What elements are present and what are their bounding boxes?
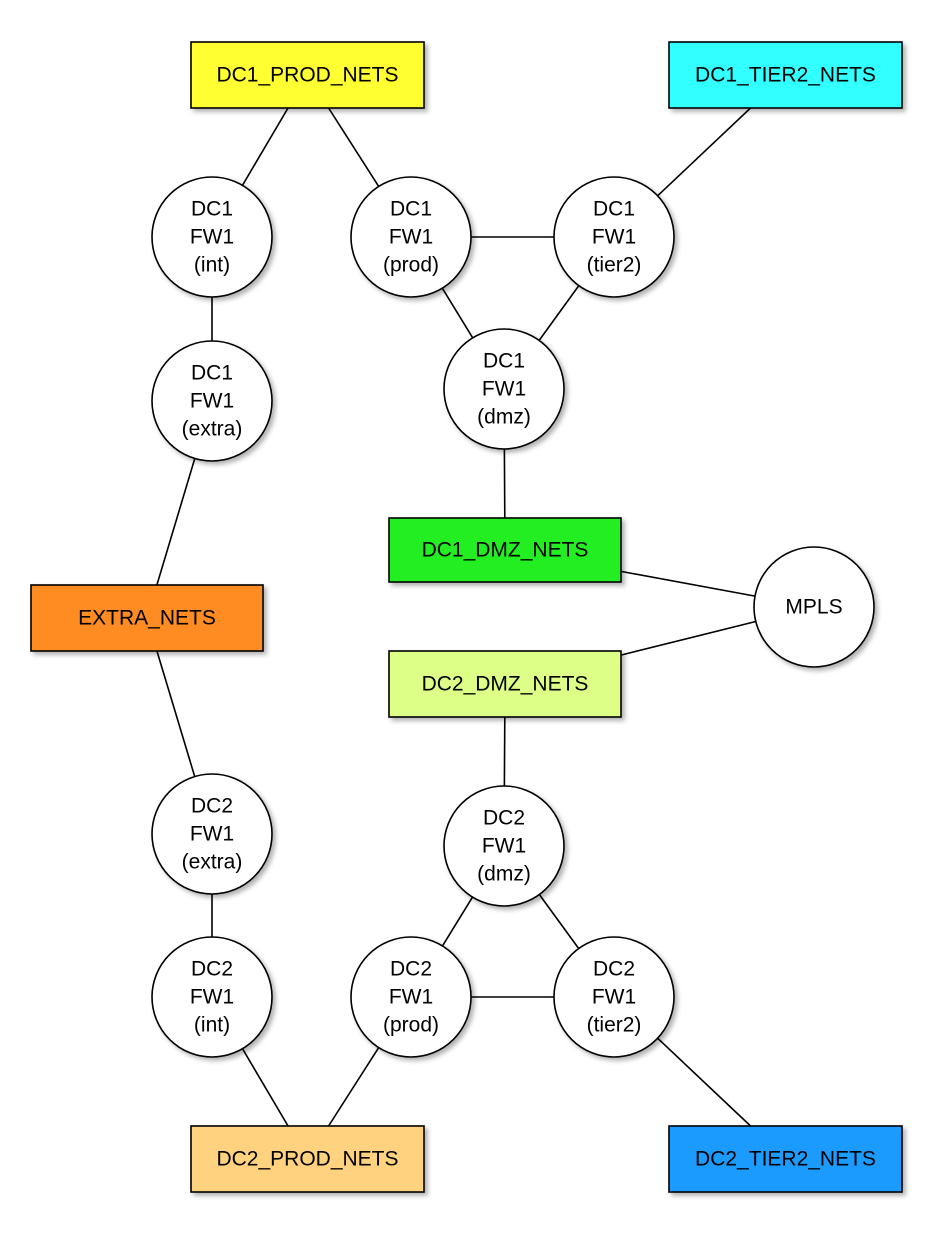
network-label: DC1_DMZ_NETS xyxy=(422,539,589,562)
network-label: DC1_TIER2_NETS xyxy=(695,64,876,87)
node-label-line: FW1 xyxy=(389,986,433,1009)
node-label-line: FW1 xyxy=(190,823,234,846)
node-mpls: MPLS xyxy=(753,546,875,668)
node-label-line: FW1 xyxy=(482,835,526,858)
nodes-layer: DC1_PROD_NETS DC1_TIER2_NETS DC1_DMZ_NETS E… xyxy=(30,41,903,1193)
network-box-fill xyxy=(668,41,903,109)
link-dc1-dmz-to-mpls xyxy=(620,570,756,597)
node-label-line: DC2 xyxy=(191,958,233,981)
node-label-line: FW1 xyxy=(592,226,636,249)
links-layer xyxy=(156,107,756,1127)
node-circle xyxy=(151,340,273,462)
node-label-line: MPLS xyxy=(785,596,842,619)
network-box-fill xyxy=(30,584,264,652)
link-dc1-prod-to-dc1-prod-fw xyxy=(327,107,380,187)
node-label-line: DC2 xyxy=(593,958,635,981)
network-box-fill xyxy=(190,1125,425,1193)
network-box-fill xyxy=(190,41,425,109)
link-dc2-dmz-fw-to-dc2-tier2-fw xyxy=(538,894,580,949)
link-extra-to-dc2-extra xyxy=(156,650,196,777)
node-circle xyxy=(553,176,675,298)
node-label-line: DC1 xyxy=(191,362,233,385)
link-dc1-tier2-to-dc1-tier2-fw xyxy=(657,107,752,197)
network-box-fill xyxy=(668,1125,903,1193)
node-label-line: (dmz) xyxy=(477,406,531,429)
link-dc1-extra-to-extra xyxy=(156,458,196,586)
network-label: EXTRA_NETS xyxy=(78,607,216,630)
node-circle xyxy=(753,546,875,668)
link-dc2-tier2-fw-to-dc2-tier2 xyxy=(657,1037,752,1127)
node-label-line: (extra) xyxy=(182,851,243,874)
link-dc2-dmz-to-mpls xyxy=(620,620,756,656)
node-label-line: FW1 xyxy=(482,378,526,401)
node-label-line: (prod) xyxy=(383,1014,439,1037)
node-label-line: (prod) xyxy=(383,254,439,277)
network-box-dc1-tier2: DC1_TIER2_NETS xyxy=(668,41,903,109)
node-circle xyxy=(350,176,472,298)
link-dc2-dmz-fw-to-dc2-prod-fw xyxy=(441,896,474,947)
link-dc1-prod-to-dc1-int xyxy=(241,107,289,186)
network-label: DC1_PROD_NETS xyxy=(216,64,398,87)
node-label-line: (tier2) xyxy=(587,1014,642,1037)
node-label-line: DC2 xyxy=(390,958,432,981)
node-label-line: DC1 xyxy=(593,198,635,221)
node-label-line: (tier2) xyxy=(587,254,642,277)
node-label-line: FW1 xyxy=(190,986,234,1009)
node-label-line: FW1 xyxy=(592,986,636,1009)
link-dc2-int-to-dc2-prod xyxy=(241,1048,289,1127)
network-box-extra: EXTRA_NETS xyxy=(30,584,264,652)
network-box-dc2-dmz: DC2_DMZ_NETS xyxy=(388,650,622,718)
link-dc2-prod-fw-to-dc2-prod xyxy=(327,1047,380,1127)
network-box-dc2-prod: DC2_PROD_NETS xyxy=(190,1125,425,1193)
network-label: DC2_DMZ_NETS xyxy=(422,673,589,696)
network-box-dc1-prod: DC1_PROD_NETS xyxy=(190,41,425,109)
node-label-line: FW1 xyxy=(190,390,234,413)
node-label-line: DC2 xyxy=(191,795,233,818)
network-label: DC2_PROD_NETS xyxy=(216,1148,398,1171)
link-dc1-prod-fw-to-dc1-dmz-fw xyxy=(441,287,474,339)
link-dc1-tier2-fw-to-dc1-dmz-fw xyxy=(538,285,580,341)
node-label-line: DC1 xyxy=(191,198,233,221)
node-label-line: DC1 xyxy=(390,198,432,221)
node-label-line: (int) xyxy=(194,254,230,277)
node-label-line: FW1 xyxy=(389,226,433,249)
node-circle xyxy=(151,773,273,895)
node-circle xyxy=(350,936,472,1058)
node-label-line: (int) xyxy=(194,1014,230,1037)
network-box-dc2-tier2: DC2_TIER2_NETS xyxy=(668,1125,903,1193)
node-label-line: DC2 xyxy=(483,807,525,830)
node-label-line: (dmz) xyxy=(477,863,531,886)
node-label-line: (extra) xyxy=(182,418,243,441)
node-label-line: FW1 xyxy=(190,226,234,249)
node-circle xyxy=(553,936,675,1058)
network-box-fill xyxy=(388,650,622,718)
node-circle xyxy=(151,936,273,1058)
node-circle xyxy=(443,328,565,450)
node-circle xyxy=(443,785,565,907)
node-circle xyxy=(151,176,273,298)
node-label-line: DC1 xyxy=(483,350,525,373)
network-label: DC2_TIER2_NETS xyxy=(695,1148,876,1171)
network-box-fill xyxy=(388,517,622,583)
network-box-dc1-dmz: DC1_DMZ_NETS xyxy=(388,517,622,583)
